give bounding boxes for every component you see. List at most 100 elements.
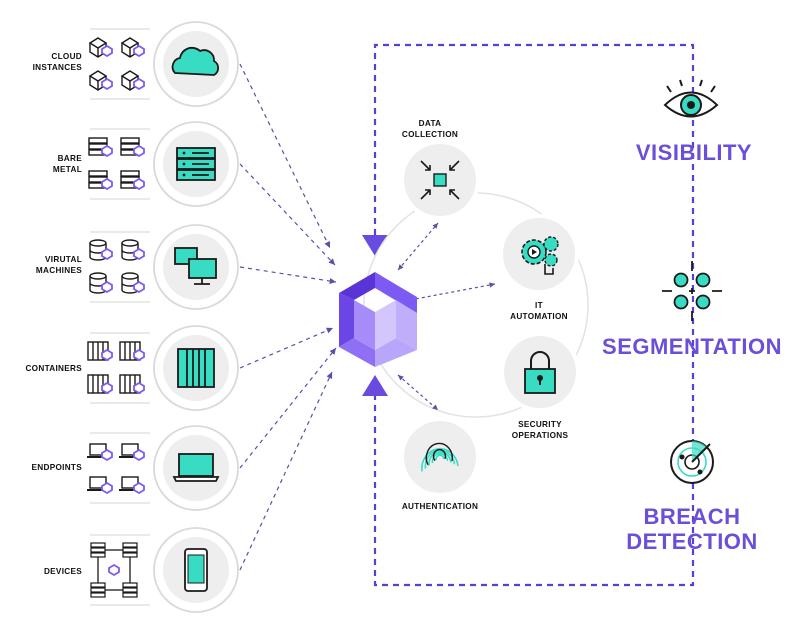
function-node-2 bbox=[500, 332, 580, 412]
guardicore-logo bbox=[339, 272, 417, 367]
container-icon bbox=[119, 341, 145, 362]
laptop-icon bbox=[119, 476, 145, 495]
database-icon bbox=[121, 272, 145, 294]
guardicore-badge-icon bbox=[133, 381, 145, 395]
database-icon bbox=[89, 272, 113, 294]
cube-icon bbox=[88, 37, 113, 58]
guardicore-badge-icon bbox=[133, 448, 145, 462]
laptop-icon bbox=[172, 453, 220, 482]
gears-icon bbox=[521, 236, 559, 275]
source-connector-arrow bbox=[328, 258, 335, 265]
source-bracket bbox=[90, 231, 150, 303]
guardicore-badge-icon bbox=[101, 247, 113, 261]
feedback-loop-line bbox=[373, 43, 695, 587]
loop-arrow-down bbox=[362, 235, 388, 256]
cloud-icon bbox=[171, 46, 220, 76]
phone-icon bbox=[184, 548, 208, 592]
center-to-data-collection bbox=[397, 222, 439, 271]
source-label-virtual-machines: VIRUTAL MACHINES bbox=[35, 255, 82, 275]
guardicore-badge-icon bbox=[101, 44, 113, 58]
source-row-1 bbox=[88, 121, 239, 207]
guardicore-badge-icon bbox=[101, 280, 113, 294]
source-label-bare-metal: BARE METAL bbox=[52, 154, 82, 174]
source-bracket bbox=[90, 432, 150, 504]
loop-arrow-up bbox=[362, 375, 388, 396]
fingerprint-icon bbox=[421, 442, 459, 472]
server-icon bbox=[88, 137, 113, 158]
source-row-5 bbox=[90, 527, 239, 613]
guardicore-badge-icon bbox=[133, 144, 145, 158]
function-node-3 bbox=[400, 417, 480, 497]
laptop-icon bbox=[87, 476, 113, 495]
radar-icon bbox=[670, 440, 714, 484]
function-label-authentication: AUTHENTICATION bbox=[401, 502, 479, 511]
source-label-containers: CONTAINERS bbox=[25, 364, 82, 373]
source-connector-arrow bbox=[326, 327, 333, 334]
function-node-1 bbox=[499, 214, 579, 294]
guardicore-badge-icon bbox=[101, 448, 113, 462]
guardicore-badge-icon bbox=[101, 77, 113, 91]
cube-icon bbox=[120, 37, 145, 58]
database-icon bbox=[121, 239, 145, 261]
source-connector-arrow bbox=[329, 348, 336, 355]
center-to-authentication bbox=[397, 374, 439, 411]
guardicore-badge-icon bbox=[133, 280, 145, 294]
guardicore-badge-icon bbox=[133, 177, 145, 191]
function-circle bbox=[400, 417, 480, 497]
source-bracket bbox=[90, 28, 150, 100]
source-label-cloud-instances: CLOUD INSTANCES bbox=[32, 52, 82, 72]
source-bracket bbox=[90, 534, 150, 606]
source-connector bbox=[239, 163, 336, 266]
outcome-label-breach-detection: BREACH DETECTION bbox=[626, 504, 758, 554]
source-connector bbox=[239, 63, 331, 249]
outcome-label-segmentation: SEGMENTATION bbox=[602, 334, 782, 359]
padlock-icon bbox=[524, 351, 556, 394]
device-network-icon bbox=[90, 542, 138, 598]
source-connector bbox=[239, 327, 334, 369]
laptop-icon bbox=[87, 443, 113, 462]
source-row-0 bbox=[88, 21, 239, 107]
container-icon bbox=[177, 348, 215, 388]
guardicore-badge-icon bbox=[101, 348, 113, 362]
function-node-0 bbox=[400, 140, 480, 220]
guardicore-badge-icon bbox=[133, 44, 145, 58]
source-bracket bbox=[90, 332, 150, 404]
guardicore-badge-icon bbox=[101, 381, 113, 395]
outcome-label-visibility: VISIBILITY bbox=[635, 140, 753, 165]
guardicore-badge-icon bbox=[101, 177, 113, 191]
source-connector bbox=[239, 266, 337, 283]
server-icon bbox=[120, 170, 145, 191]
source-label-endpoints: ENDPOINTS bbox=[31, 463, 82, 472]
guardicore-badge-icon bbox=[101, 144, 113, 158]
guardicore-badge-icon bbox=[108, 563, 120, 577]
source-connector-arrow bbox=[329, 278, 336, 285]
container-icon bbox=[87, 374, 113, 395]
cube-icon bbox=[120, 70, 145, 91]
container-icon bbox=[87, 341, 113, 362]
database-icon bbox=[89, 239, 113, 261]
eye-icon bbox=[663, 79, 719, 118]
guardicore-badge-icon bbox=[101, 481, 113, 495]
guardicore-badge-icon bbox=[133, 348, 145, 362]
function-label-security-operations: SECURITY OPERATIONS bbox=[511, 420, 569, 440]
guardicore-badge-icon bbox=[133, 247, 145, 261]
source-bracket bbox=[90, 128, 150, 200]
guardicore-badge-icon bbox=[133, 481, 145, 495]
server-stack-icon bbox=[176, 147, 216, 181]
source-row-2 bbox=[89, 224, 239, 310]
compress-arrows-icon bbox=[420, 160, 460, 200]
source-row-3 bbox=[87, 325, 239, 411]
source-label-devices: DEVICES bbox=[43, 567, 82, 576]
source-connector-arrow bbox=[326, 372, 333, 379]
segmentation-icon bbox=[662, 261, 722, 321]
monitors-icon bbox=[174, 247, 217, 285]
function-label-data-collection: DATA COLLECTION bbox=[401, 119, 459, 139]
center-to-it-automation bbox=[409, 283, 496, 301]
guardicore-badge-icon bbox=[133, 77, 145, 91]
container-icon bbox=[119, 374, 145, 395]
server-icon bbox=[88, 170, 113, 191]
source-connector bbox=[239, 371, 333, 571]
cube-icon bbox=[88, 70, 113, 91]
source-row-4 bbox=[87, 425, 239, 511]
